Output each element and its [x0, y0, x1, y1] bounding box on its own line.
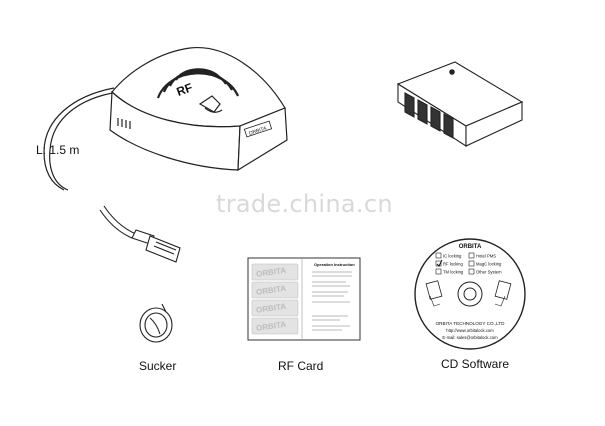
- reader-cable: [49, 91, 119, 191]
- cd-option-1: IC locking: [443, 254, 462, 259]
- cd-option-3: RF locking: [443, 262, 463, 267]
- rf-card-sheet: [247, 257, 361, 341]
- watermark: trade.china.cn: [216, 190, 393, 218]
- cd-option-2: Hotel PMS: [476, 254, 496, 259]
- cd-website: http://www.orbitalock.com: [446, 328, 494, 333]
- card-brand-3: ORBITA: [256, 302, 287, 315]
- card-brand-2: ORBITA: [256, 284, 287, 297]
- cd-disc: [414, 238, 526, 350]
- sucker: [139, 303, 173, 343]
- usb-cable: [99, 205, 181, 263]
- rf-card-reader: [43, 47, 288, 191]
- rf-card-label: RF Card: [278, 359, 324, 373]
- instructions-title: Operation Instruction: [314, 262, 355, 267]
- cable-length-label: L: 1.5 m: [36, 143, 80, 157]
- encoder-side: [465, 101, 523, 147]
- reader-side: [237, 107, 288, 172]
- card-brand-1: ORBITA: [256, 266, 287, 279]
- cd-option-6: Other System: [476, 270, 502, 275]
- cd-option-5: TM locking: [443, 270, 464, 275]
- sucker-label: Sucker: [139, 359, 177, 373]
- card-brand-4: ORBITA: [256, 320, 287, 333]
- brand-plate-text: ORBITA: [248, 125, 268, 137]
- rf-emblem-text: RF: [175, 80, 195, 99]
- cd-company: ORBITA TECHNOLOGY CO.,LTD: [436, 321, 506, 326]
- cd-brand: ORBITA: [459, 244, 482, 250]
- cd-software-label: CD Software: [441, 357, 510, 371]
- cd-email: E-mail: sales@orbitalock.com: [442, 335, 498, 340]
- cd-option-4: MagC locking: [476, 262, 502, 267]
- brand-plate: [243, 120, 273, 138]
- encoder-box: [396, 61, 524, 148]
